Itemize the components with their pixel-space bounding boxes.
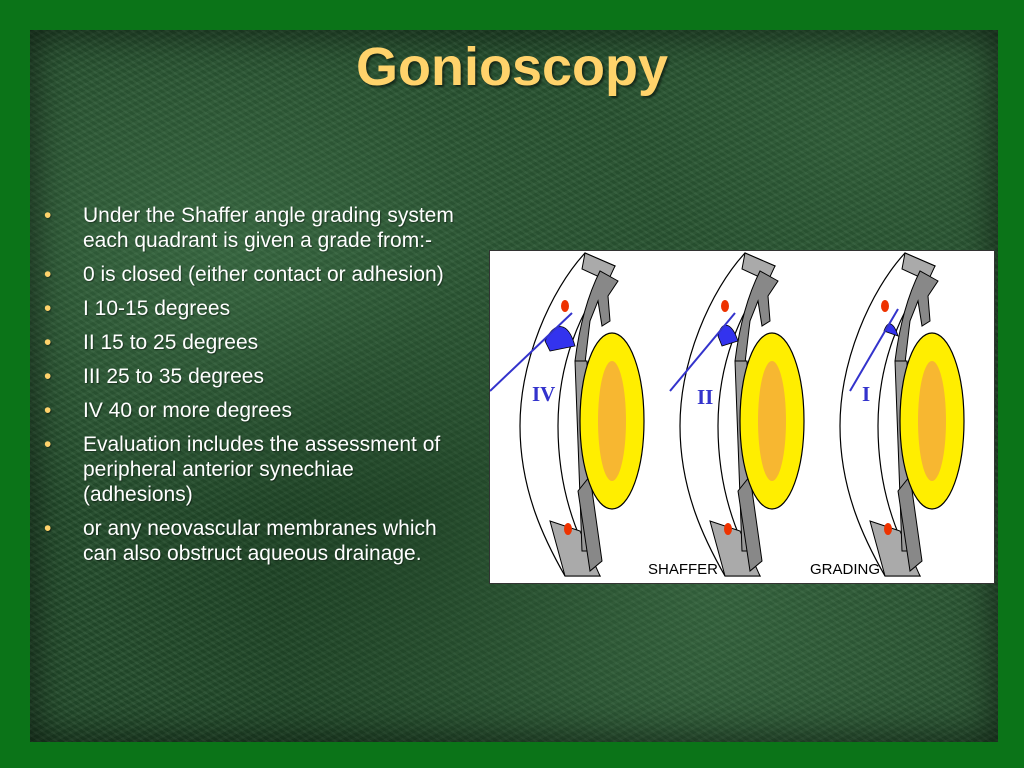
grade-label-iv: IV [532, 382, 556, 406]
bullet-item: • III 25 to 35 degrees [44, 364, 464, 389]
shaffer-grading-figure: IV II I SHAFFER GRADING [489, 250, 995, 584]
figure-caption-shaffer: SHAFFER [648, 561, 719, 578]
bullet-dot-icon: • [44, 365, 52, 388]
eye-section-grade-i [839, 252, 965, 577]
bullet-text: III 25 to 35 degrees [83, 365, 264, 388]
bullet-item: • IV 40 or more degrees [44, 398, 464, 423]
eye-angle-diagram [490, 252, 965, 577]
bullet-item: • 0 is closed (either contact or adhesion… [44, 262, 464, 287]
grade-label-i: I [862, 382, 871, 406]
slide-title: Gonioscopy [355, 37, 669, 97]
bullet-dot-icon: • [44, 331, 52, 354]
figure-caption-grading: GRADING [810, 561, 881, 578]
bullet-dot-icon: • [44, 204, 52, 227]
bullet-item: • Evaluation includes the assessment of p… [44, 432, 464, 507]
eye-section-grade-iv [490, 252, 645, 577]
bullet-item: • I 10-15 degrees [44, 296, 464, 321]
bullet-text: II 15 to 25 degrees [83, 331, 259, 354]
bullet-item: • or any neovascular membranes which can … [44, 516, 464, 566]
bullet-list: • Under the Shaffer angle grading system … [44, 203, 464, 575]
bullet-dot-icon: • [44, 517, 52, 540]
bullet-text: 0 is closed (either contact or adhesion) [83, 263, 444, 286]
bullet-text: I 10-15 degrees [83, 297, 231, 320]
bullet-text: Under the Shaffer angle grading system e… [83, 204, 454, 252]
grade-label-ii: II [697, 385, 714, 409]
bullet-dot-icon: • [44, 263, 52, 286]
bullet-dot-icon: • [44, 297, 52, 320]
bullet-dot-icon: • [44, 399, 52, 422]
bullet-dot-icon: • [44, 433, 52, 456]
eye-section-grade-ii [669, 252, 805, 577]
bullet-text: IV 40 or more degrees [83, 399, 292, 422]
bullet-text: or any neovascular membranes which can a… [83, 517, 437, 565]
bullet-item: • II 15 to 25 degrees [44, 330, 464, 355]
bullet-text: Evaluation includes the assessment of pe… [83, 433, 441, 506]
bullet-item: • Under the Shaffer angle grading system … [44, 203, 464, 253]
